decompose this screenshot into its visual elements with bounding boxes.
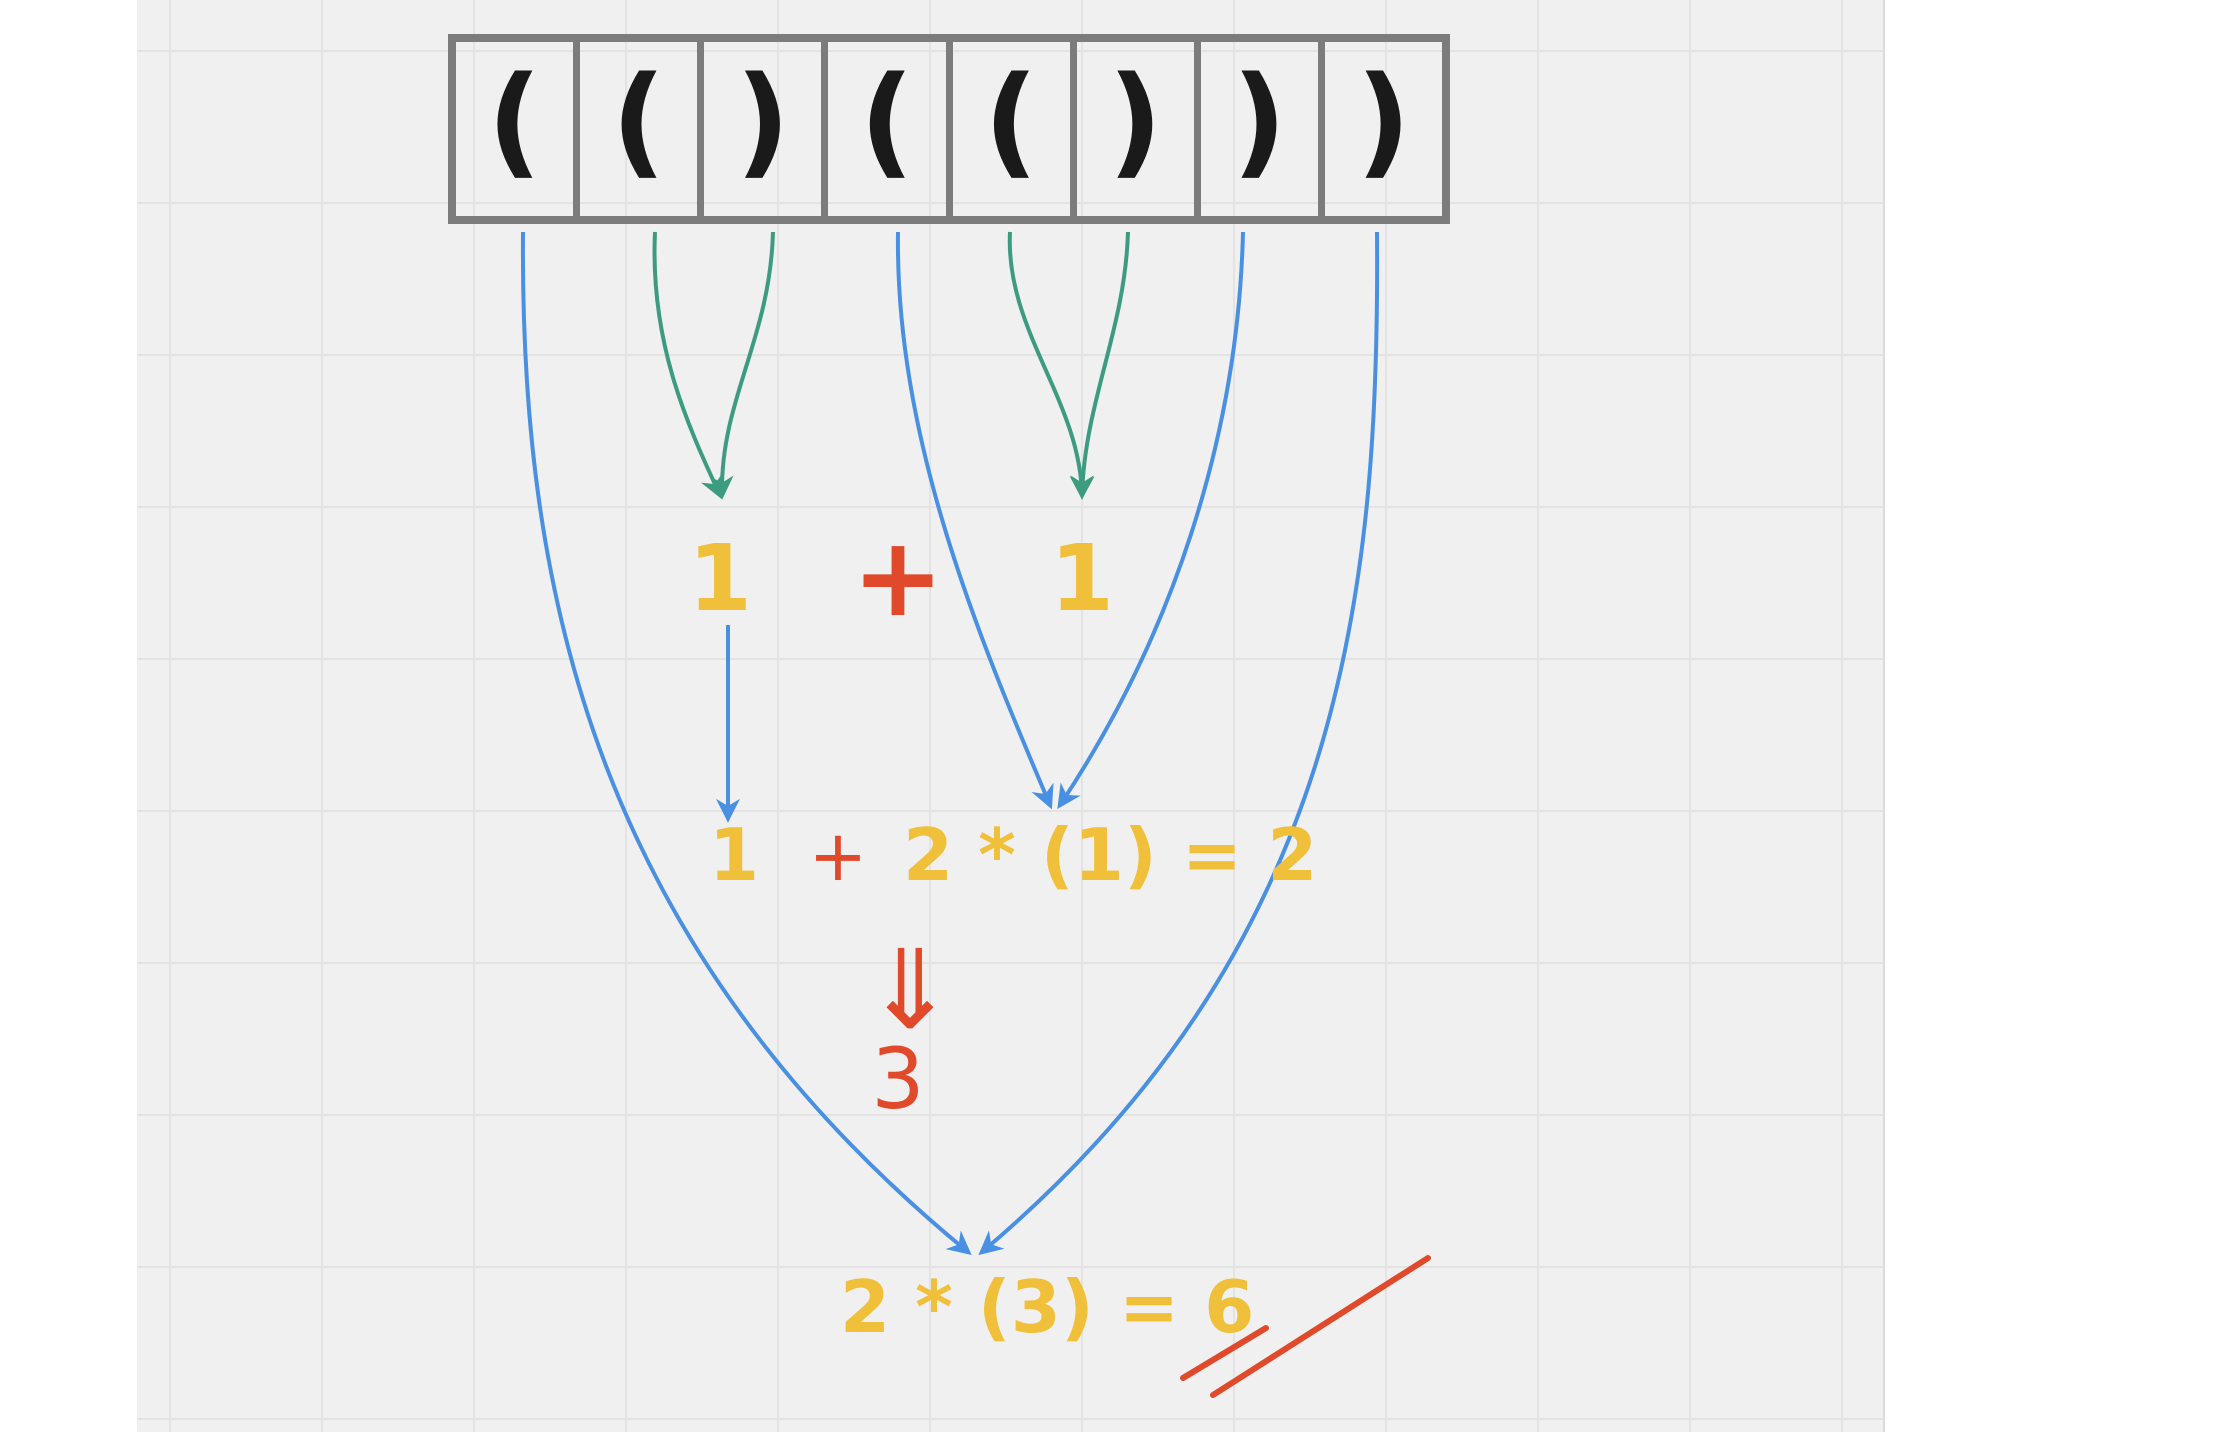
middle-plus-sign: + [809, 815, 868, 897]
inner-right-value: 1 [1050, 525, 1114, 632]
green-arrow-cell3 [709, 231, 775, 500]
implies-arrow: ⇓ [864, 926, 956, 1054]
double-slash-mark [1180, 1255, 1431, 1398]
blue-arrow-cell8 [978, 231, 1380, 1256]
middle-result: 3 [871, 1030, 924, 1128]
bracket-cell-4: ( [828, 42, 953, 216]
bracket-cell-7: ) [1201, 42, 1325, 216]
final-expression: 2 * (3) = 6 [840, 1265, 1254, 1349]
blue-arrow-cell7 [1057, 231, 1245, 809]
bracket-sequence: ( ( ) ( ( ) ) ) [448, 34, 1450, 224]
bracket-cell-1: ( [456, 42, 581, 216]
green-arrow-cell2 [652, 231, 723, 500]
middle-expression: 2 * (1) = 2 [903, 813, 1317, 897]
green-arrow-cell6 [1070, 231, 1130, 500]
bracket-cell-8: ) [1356, 52, 1411, 191]
inner-left-value: 1 [688, 525, 752, 632]
middle-left-value: 1 [709, 813, 759, 897]
blue-arrow-cell4 [895, 231, 1054, 810]
blue-arrow-cell1 [520, 231, 972, 1256]
bracket-cell-5: ( [953, 42, 1077, 216]
bracket-cell-2: ( [580, 42, 705, 216]
bracket-cell-3: ) [704, 42, 829, 216]
inner-plus-sign: + [852, 513, 944, 641]
green-arrow-cell5 [1007, 231, 1094, 500]
bracket-cell-6: ) [1077, 42, 1201, 216]
